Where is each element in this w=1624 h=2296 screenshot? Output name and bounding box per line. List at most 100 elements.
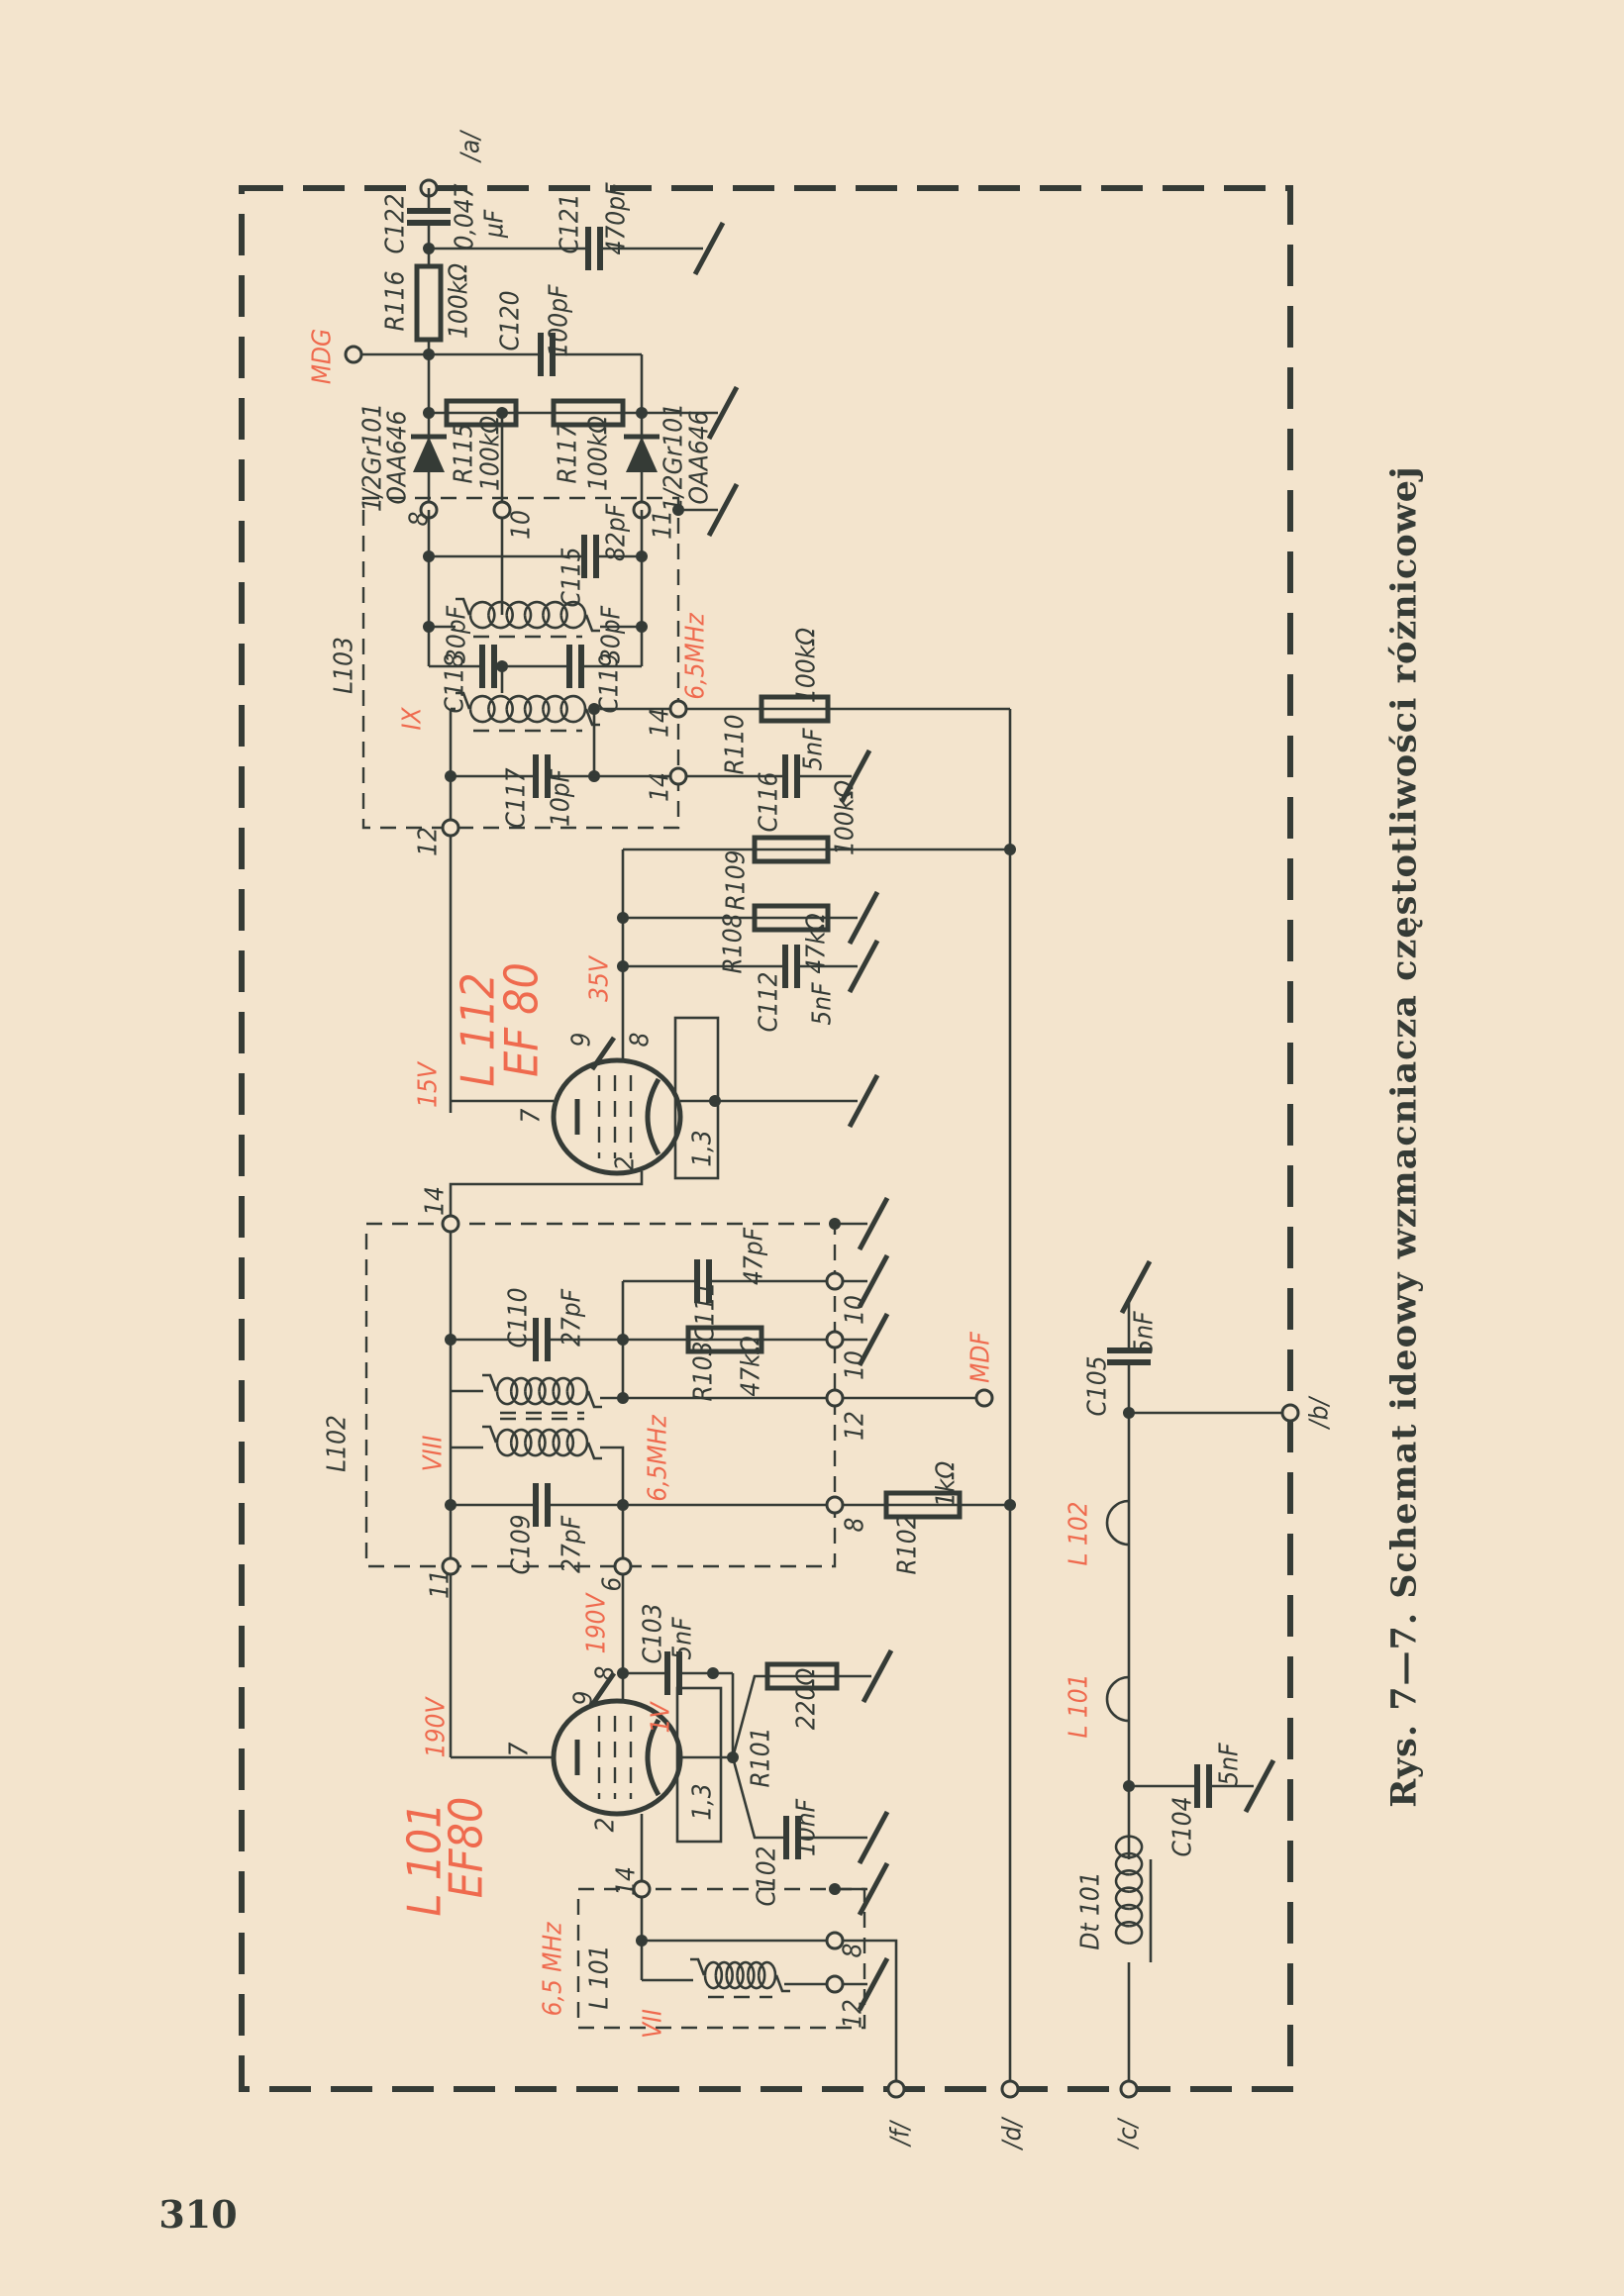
label-c109-val: 27pF (558, 1515, 587, 1573)
label-v35: 35V (585, 954, 615, 1002)
label-pin8-l102: 8 (841, 1518, 870, 1533)
module-border (239, 185, 1293, 2092)
resistor-r117 (551, 398, 626, 428)
ground-icon (857, 1861, 890, 1917)
terminal-b (1280, 1403, 1300, 1423)
wire (731, 1674, 871, 1758)
label-b: /b/ (1305, 1396, 1335, 1431)
label-c117: C117 (502, 767, 532, 828)
label-ix: IX (398, 707, 428, 731)
ground-icon (706, 482, 740, 538)
label-c112: C112 (755, 972, 784, 1033)
label-l112-pin9: 9 (567, 1033, 597, 1048)
label-c102-val: 10nF (792, 1798, 822, 1856)
label-c110-val: 27pF (558, 1288, 587, 1347)
capacitor-c102 (783, 1816, 801, 1859)
label-l101-pin7: 7 (505, 1742, 535, 1756)
label-l101-pin2: 2 (591, 1818, 621, 1833)
label-v15: 15V (414, 1060, 444, 1108)
label-l103: L103 (330, 637, 359, 694)
label-c122: C122 (381, 194, 411, 254)
label-r115-val: 100kΩ (476, 416, 506, 491)
label-c118: C118 (441, 653, 470, 714)
wire (843, 1939, 898, 2081)
label-c119: C119 (595, 653, 625, 714)
coil-leads (482, 1373, 602, 1409)
capacitor-c104 (1194, 1764, 1212, 1808)
capacitor-c111 (694, 1259, 712, 1303)
coil-leads (482, 1425, 602, 1460)
filter-l103-box (361, 496, 680, 830)
coil-leads (690, 1957, 790, 1993)
junction-dot (1004, 1499, 1016, 1511)
label-c102: C102 (753, 1847, 782, 1907)
ground-icon (706, 385, 740, 441)
label-pin14b-l103: 14 (646, 772, 675, 802)
label-v190-a: 190V (422, 1696, 452, 1758)
label-l102-choke: L 102 (1065, 1501, 1094, 1565)
label-r110-val: 100kΩ (792, 628, 822, 703)
terminal-f (886, 2079, 906, 2099)
pin (825, 1330, 845, 1349)
label-l112-pin13: 1,3 (688, 1130, 718, 1166)
label-pin12-l102: 12 (841, 1411, 870, 1441)
label-r102-val: 1kΩ (932, 1461, 962, 1507)
label-mdg: MDG (308, 329, 338, 384)
resistor-r103 (685, 1325, 764, 1354)
label-c105: C105 (1083, 1356, 1113, 1417)
label-l112: L 112 (452, 972, 505, 1086)
label-c116-val: 5nF (799, 728, 829, 771)
label-pin6-l102: 6 (598, 1577, 628, 1592)
label-r103: R103 (689, 1342, 719, 1402)
diode-left-icon (413, 437, 445, 472)
capacitor-82pf (581, 535, 599, 578)
label-c103-val: 5nF (668, 1617, 698, 1660)
label-d-right-1: 1/2Gr101 (660, 403, 689, 512)
pin (441, 1214, 460, 1234)
wire (449, 1171, 644, 1224)
label-r109: R109 (722, 850, 752, 911)
label-c104: C104 (1168, 1797, 1198, 1857)
label-pin8-l103: 8 (405, 512, 435, 527)
heater-l101-icon (1105, 1675, 1130, 1723)
terminal-d (1000, 2079, 1020, 2099)
label-c110: C110 (504, 1288, 534, 1348)
label-l101-coil: L 101 (585, 1945, 615, 2009)
tube-l112-icon (551, 1057, 683, 1176)
label-c111-val: 47pF (740, 1227, 769, 1285)
label-l101: L 101 (398, 1802, 452, 1916)
terminal-mdf (974, 1388, 994, 1408)
label-mdf: MDF (966, 1332, 996, 1383)
wire (731, 1756, 867, 1840)
label-f: /f/ (886, 2120, 916, 2147)
label-pin11-l103: 11 (649, 510, 678, 540)
label-r117: R117 (554, 423, 583, 483)
label-r116: R116 (381, 271, 411, 332)
label-freq-l103: 6,5MHz (681, 613, 711, 700)
ground-icon (847, 890, 880, 946)
label-c105-val: 5nF (1130, 1311, 1160, 1354)
label-r101-val: 220Ω (792, 1668, 822, 1731)
pin9-stub (589, 1671, 617, 1707)
tube-cathode (645, 1077, 661, 1156)
ground-icon (839, 749, 872, 804)
figure-caption: Rys. 7—7. Schemat ideowy wzmacniacza czę… (1384, 465, 1425, 1807)
coil-l103-secondary (468, 694, 587, 724)
label-r108-val: 47kΩ (802, 913, 832, 973)
label-pin11-l102: 11 (426, 1569, 456, 1599)
label-c118-val: 30pF (443, 605, 472, 663)
label-pin10-l103: 10 (507, 510, 537, 540)
label-c122-val1: 0,047 (451, 183, 480, 250)
page-number: 310 (158, 2192, 237, 2237)
label-r116-val: 100kΩ (445, 263, 474, 339)
label-viii: VIII (419, 1436, 449, 1472)
terminal-mdg (344, 345, 363, 364)
label-c112-val: 5nF (808, 982, 838, 1026)
capacitor-c116 (782, 754, 800, 798)
ground-icon (847, 1073, 880, 1129)
label-r117-val: 100kΩ (584, 416, 614, 491)
label-c120: C120 (496, 291, 526, 351)
capacitor-c117 (533, 754, 551, 798)
wire (600, 1446, 625, 1558)
